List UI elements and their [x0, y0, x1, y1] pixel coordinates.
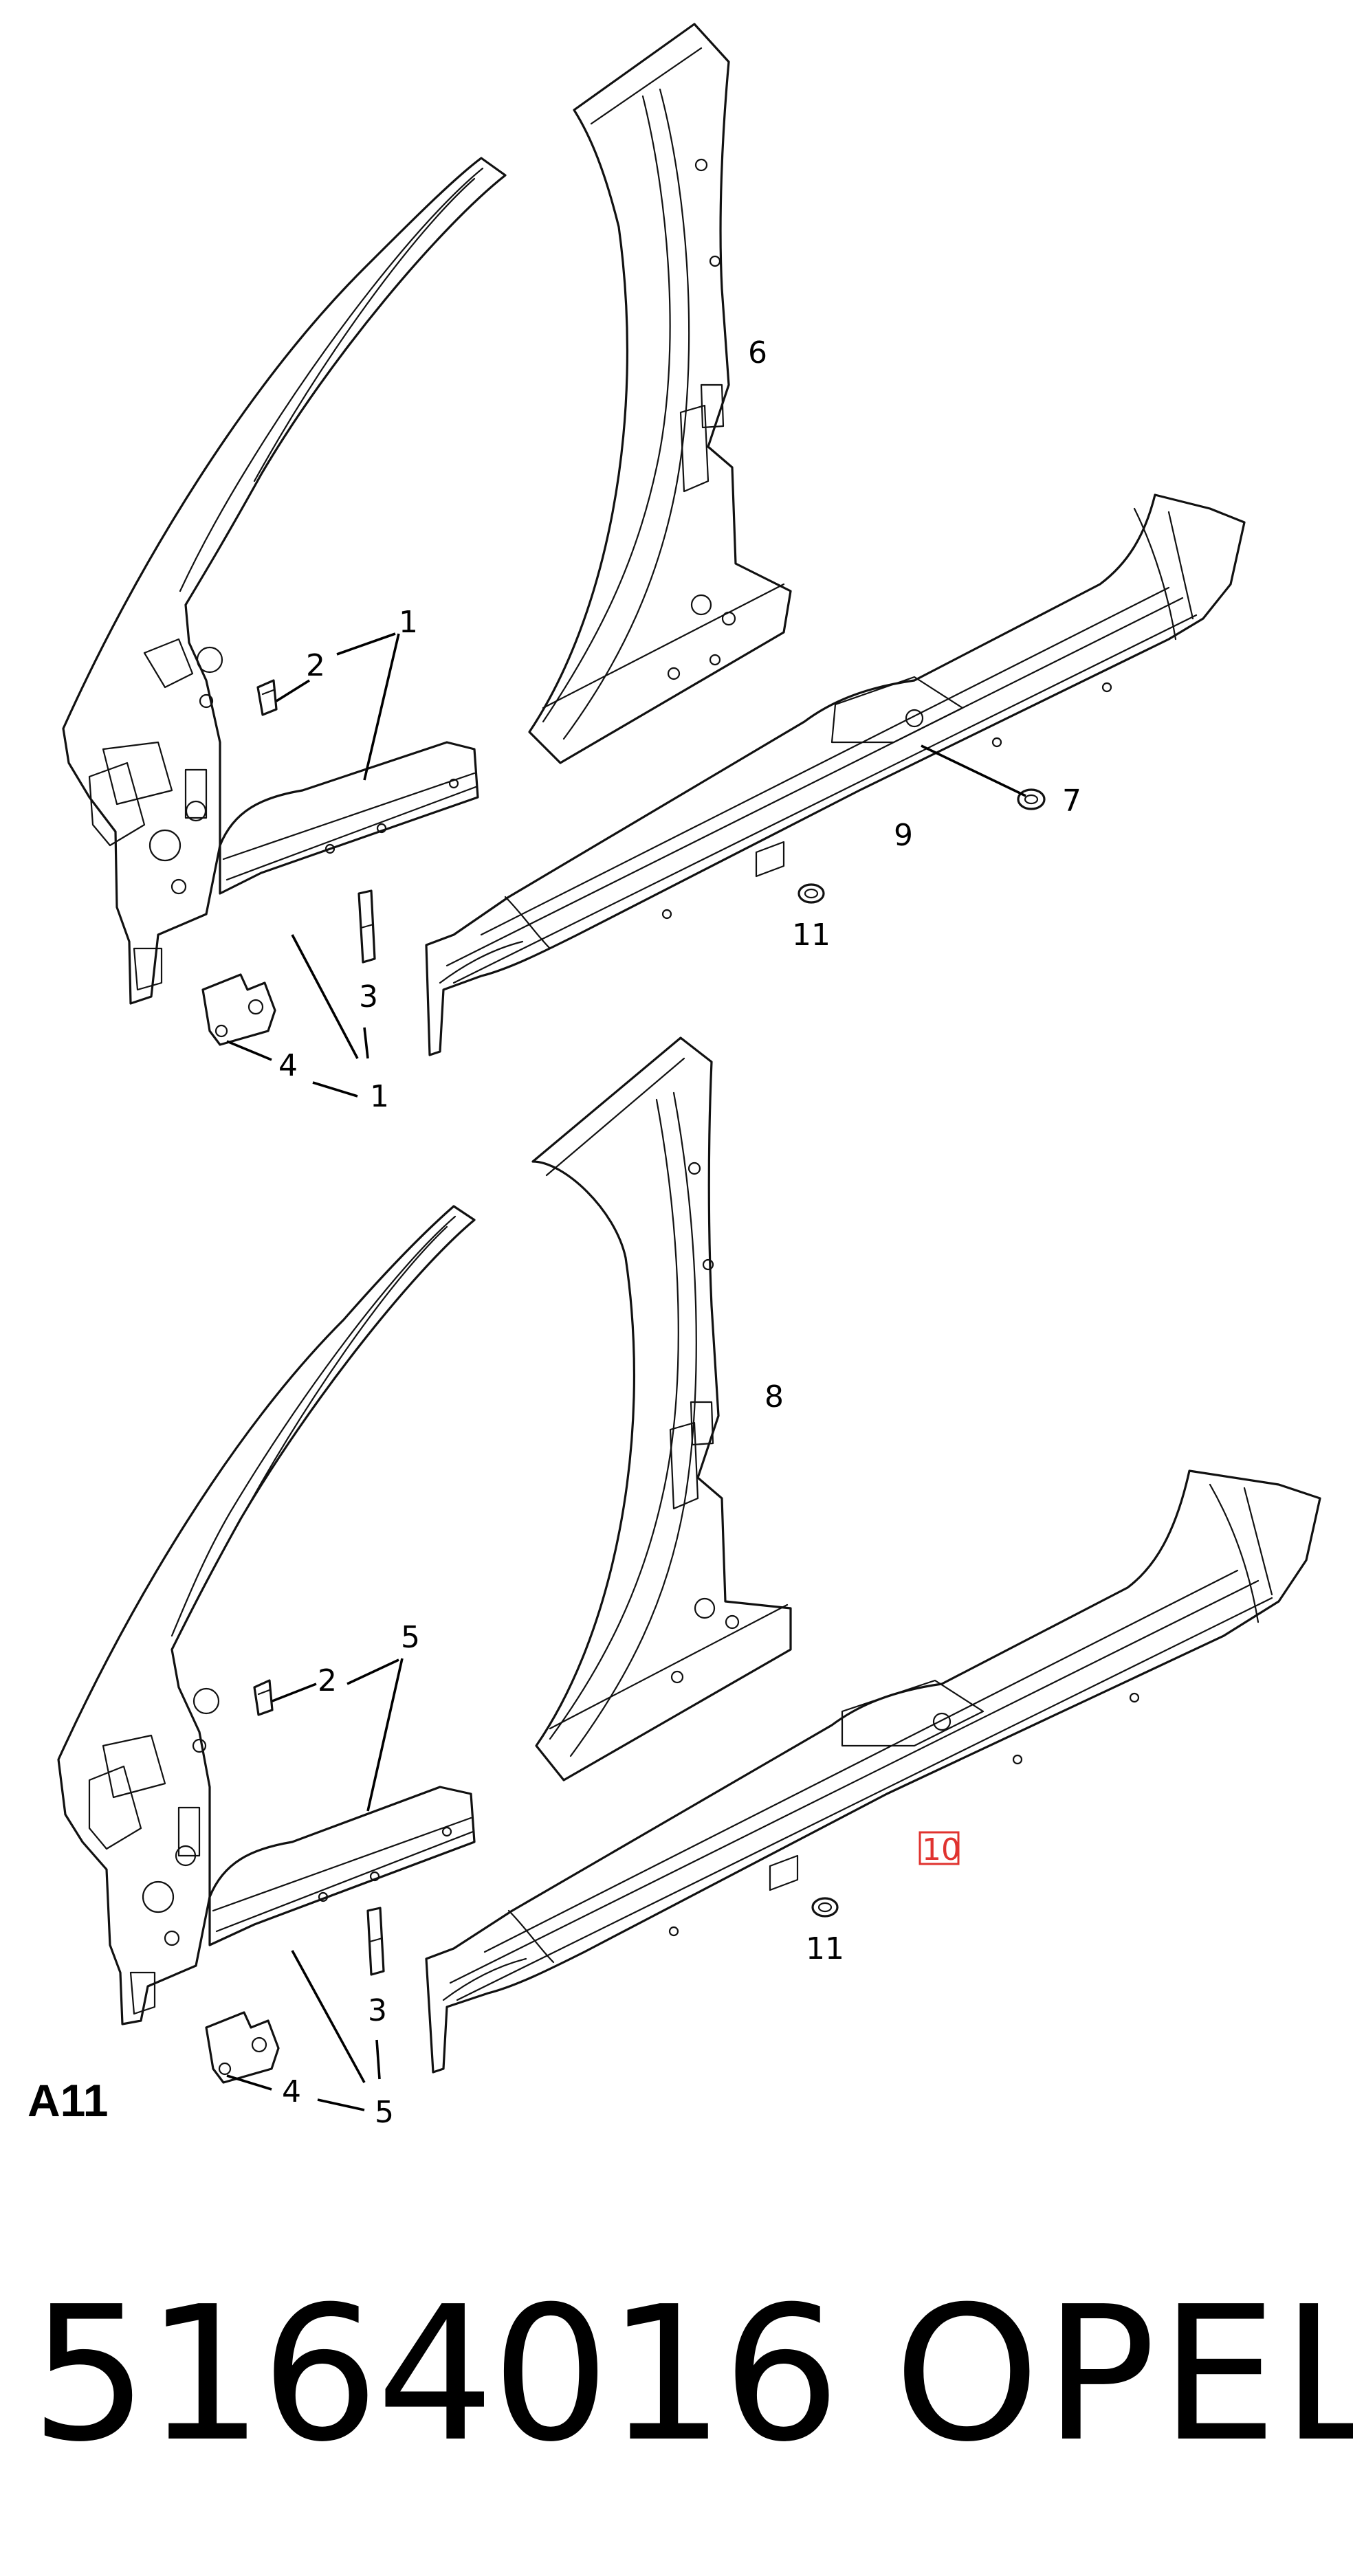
callout-3: 3	[359, 979, 378, 1014]
bracket-part-4-bottom	[205, 2011, 280, 2084]
clip-part-2-top	[256, 679, 278, 716]
b-pillar-part-6	[528, 23, 792, 764]
callout-labels-top: 1 2 6 7 9 11 3 4 1	[278, 335, 1081, 1114]
rocker-outer-part-10	[425, 1469, 1321, 2074]
leader-lines-bottom	[226, 1658, 404, 2111]
grommet-part-11-bottom	[811, 1897, 839, 1918]
callout-11: 11	[792, 918, 830, 953]
a-pillar-bottom	[57, 1205, 476, 2025]
clip-part-2-bottom	[253, 1679, 274, 1716]
callout-4: 4	[278, 1048, 298, 1083]
callout-3: 3	[368, 1993, 387, 2028]
brand-name: OPEL	[894, 2266, 1353, 2483]
callout-labels-bottom: 5 2 8 10 11 3 4 5	[282, 1379, 960, 2130]
callout-6: 6	[748, 335, 767, 370]
callout-5-lower: 5	[375, 2095, 394, 2130]
callout-1-upper: 1	[399, 605, 418, 640]
bracket-part-4-top	[201, 973, 276, 1046]
section-code-label: A11	[28, 2075, 109, 2126]
b-pillar-part-8	[531, 1036, 792, 1781]
callout-7: 7	[1062, 784, 1081, 819]
bracket-part-3-top	[358, 889, 376, 964]
callout-5-upper: 5	[401, 1620, 420, 1655]
callout-11: 11	[806, 1931, 844, 1966]
a-pillar-top	[62, 157, 507, 1005]
callout-2: 2	[318, 1663, 337, 1698]
top-assembly: 1 2 6 7 9 11 3 4 1	[62, 23, 1246, 1114]
grommet-part-11-top	[798, 883, 825, 904]
leader-lines-top	[226, 632, 1026, 1098]
plug-part-7	[1017, 788, 1046, 810]
callout-8: 8	[764, 1379, 784, 1414]
part-number: 5164016	[30, 2266, 840, 2483]
sill-inner-bottom	[208, 1786, 476, 1946]
callout-9: 9	[894, 818, 913, 853]
callout-1-lower: 1	[370, 1079, 389, 1114]
sill-inner-top	[219, 741, 479, 895]
callout-10: 10	[922, 1832, 960, 1867]
bracket-part-3-bottom	[366, 1907, 385, 1976]
callout-4: 4	[282, 2074, 301, 2109]
callout-10-highlight-box	[918, 1831, 960, 1865]
bottom-assembly: 5 2 8 10 11 3 4 5	[57, 1036, 1321, 2130]
rocker-outer-part-9	[425, 493, 1246, 1056]
callout-2: 2	[306, 648, 325, 683]
